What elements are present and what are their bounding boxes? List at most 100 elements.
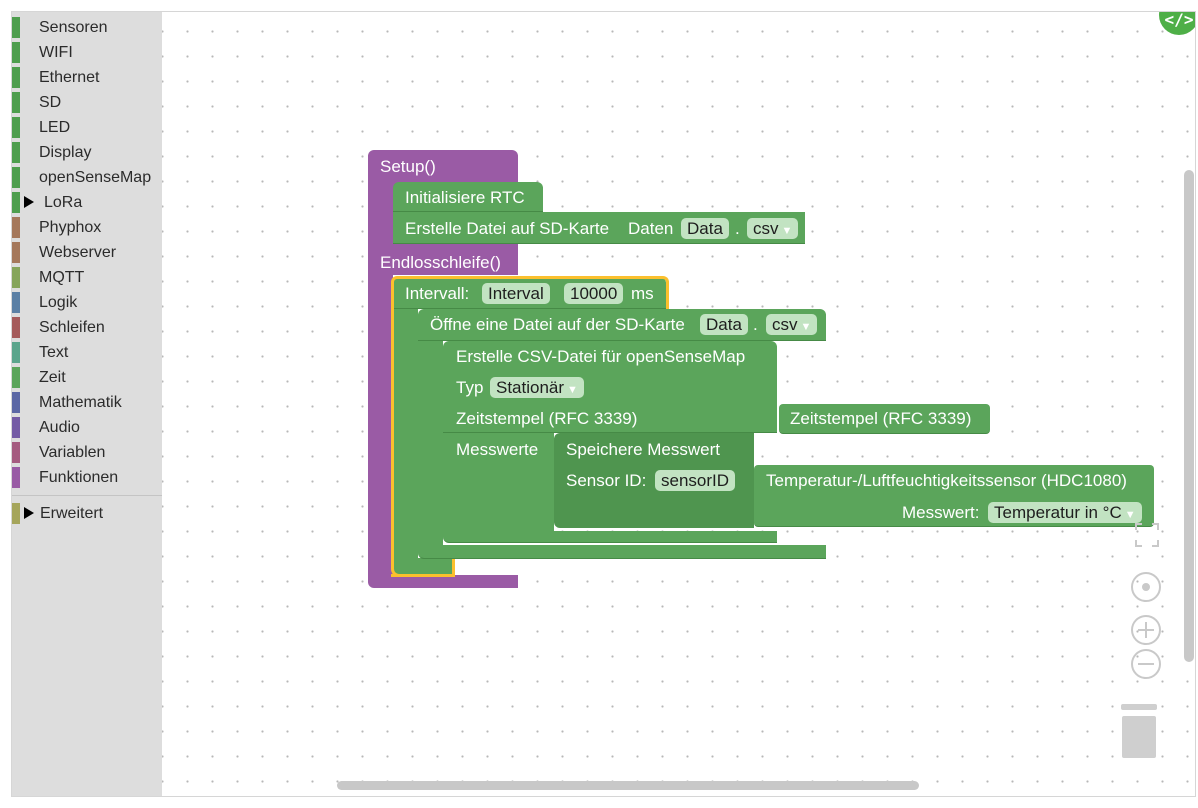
category-label: Sensoren (39, 19, 108, 36)
category-label: Ethernet (39, 69, 100, 86)
category-sensoren[interactable]: Sensoren (12, 15, 162, 40)
vertical-scrollbar[interactable] (1184, 170, 1194, 662)
category-color-bar (12, 292, 20, 313)
dropdown-arrow-icon: ▼ (1124, 509, 1136, 521)
category-zeit[interactable]: Zeit (12, 365, 162, 390)
category-text[interactable]: Text (12, 340, 162, 365)
code-view-button[interactable]: </> (1159, 12, 1195, 35)
csv-block[interactable] (443, 341, 777, 433)
category-color-bar (12, 467, 20, 488)
measurement-dropdown[interactable]: Temperatur in °C▼ (988, 502, 1142, 523)
horizontal-scrollbar[interactable] (337, 781, 919, 790)
sensor-id-label: Sensor ID: (566, 471, 647, 490)
category-color-bar (12, 92, 20, 113)
open-file-spine (418, 341, 443, 547)
category-label: openSenseMap (39, 169, 152, 186)
category-color-bar (12, 503, 20, 524)
category-opensensemap[interactable]: openSenseMap (12, 165, 162, 190)
store-value-label: Speichere Messwert (566, 440, 721, 459)
category-schleifen[interactable]: Schleifen (12, 315, 162, 340)
category-label: MQTT (39, 269, 85, 286)
sensor-id-field[interactable]: sensorID (655, 470, 736, 491)
typ-dropdown[interactable]: Stationär▼ (490, 377, 584, 398)
dropdown-arrow-icon: ▼ (800, 321, 812, 333)
category-phyphox[interactable]: Phyphox (12, 215, 162, 240)
category-webserver[interactable]: Webserver (12, 240, 162, 265)
category-label: Zeit (39, 369, 66, 386)
category-color-bar (12, 42, 20, 63)
category-erweitert[interactable]: Erweitert (12, 501, 162, 526)
category-display[interactable]: Display (12, 140, 162, 165)
csv-values-area (443, 433, 554, 533)
create-file-block[interactable] (393, 212, 805, 244)
dropdown-arrow-icon: ▼ (567, 384, 578, 396)
interval-value-field[interactable]: 10000 (564, 283, 624, 304)
category-color-bar (12, 192, 20, 213)
category-label: Funktionen (39, 469, 119, 486)
category-label: Display (39, 144, 92, 161)
sensor-name: Temperatur-/Luftfeuchtigkeitssensor (HDC… (766, 471, 1127, 490)
expand-arrow-icon (24, 507, 34, 519)
open-file-block[interactable] (418, 309, 826, 341)
init-rtc-block[interactable] (393, 182, 543, 212)
open-file-label: Öffne eine Datei auf der SD-Karte (430, 315, 685, 334)
category-color-bar (12, 142, 20, 163)
category-ethernet[interactable]: Ethernet (12, 65, 162, 90)
measurement-label: Messwert: (902, 503, 980, 522)
extension-dropdown[interactable]: csv▼ (747, 218, 799, 239)
interval-spine (393, 309, 418, 574)
loop-spine (368, 275, 393, 575)
category-label: Schleifen (39, 319, 105, 336)
csv-footer (443, 531, 777, 543)
category-label: SD (39, 94, 62, 111)
category-wifi[interactable]: WIFI (12, 40, 162, 65)
recenter-icon[interactable] (1131, 572, 1161, 602)
category-color-bar (12, 67, 20, 88)
interval-unit: ms (631, 284, 654, 303)
category-color-bar (12, 392, 20, 413)
category-audio[interactable]: Audio (12, 415, 162, 440)
open-extension-value: csv (772, 315, 798, 334)
interval-name-field[interactable]: Interval (482, 283, 550, 304)
category-label: LED (39, 119, 71, 136)
category-mqtt[interactable]: MQTT (12, 265, 162, 290)
category-lora[interactable]: LoRa (12, 190, 162, 215)
interval-footer (393, 558, 453, 575)
category-funktionen[interactable]: Funktionen (12, 465, 162, 490)
category-color-bar (12, 267, 20, 288)
create-file-label: Erstelle Datei auf SD-Karte (405, 219, 610, 238)
typ-label: Typ (456, 378, 484, 397)
category-color-bar (12, 217, 20, 238)
timestamp-block[interactable] (779, 404, 990, 434)
category-led[interactable]: LED (12, 115, 162, 140)
category-label: Webserver (39, 244, 117, 261)
trash-icon[interactable] (1117, 702, 1161, 762)
category-label: Mathematik (39, 394, 122, 411)
init-rtc-label: Initialisiere RTC (405, 188, 525, 207)
category-logik[interactable]: Logik (12, 290, 162, 315)
category-label: Variablen (39, 444, 106, 461)
category-color-bar (12, 342, 20, 363)
fullscreen-icon[interactable] (1134, 522, 1160, 548)
category-color-bar (12, 167, 20, 188)
dropdown-arrow-icon: ▼ (781, 225, 793, 237)
workspace[interactable]: Setup() Endlosschleife() Initialisiere R… (162, 12, 1195, 796)
dot-label: . (735, 219, 740, 238)
filename-field[interactable]: Data (681, 218, 729, 239)
category-sd[interactable]: SD (12, 90, 162, 115)
interval-label: Intervall: (405, 284, 470, 303)
zoom-in-icon[interactable] (1131, 615, 1161, 645)
category-variablen[interactable]: Variablen (12, 440, 162, 465)
category-color-bar (12, 317, 20, 338)
open-filename-field[interactable]: Data (700, 314, 748, 335)
open-extension-dropdown[interactable]: csv▼ (766, 314, 818, 335)
loop-header (368, 245, 518, 275)
category-label: Erweitert (40, 505, 104, 522)
zoom-out-icon[interactable] (1131, 649, 1161, 679)
timestamp-block-label: Zeitstempel (RFC 3339) (790, 409, 972, 428)
dot-label-2: . (753, 315, 758, 334)
category-mathematik[interactable]: Mathematik (12, 390, 162, 415)
category-label: Logik (39, 294, 78, 311)
